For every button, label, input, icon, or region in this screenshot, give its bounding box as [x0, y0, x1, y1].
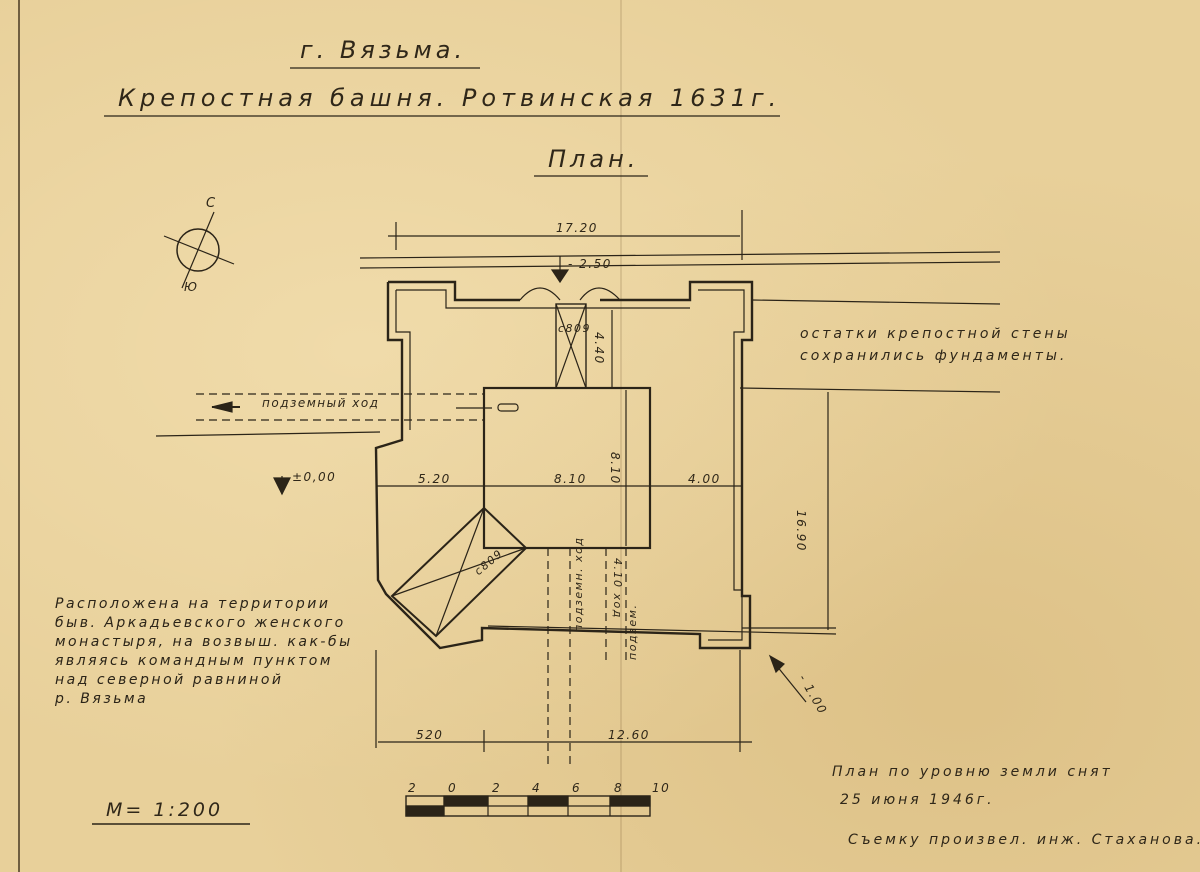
- description-line: являясь командным пунктом: [55, 653, 333, 669]
- compass-north-label: С: [206, 196, 217, 211]
- description-line: быв. Аркадьевского женского: [55, 615, 346, 631]
- description-line: Расположена на территории: [55, 596, 331, 612]
- dim-center-height: 8.10: [608, 452, 622, 485]
- underground-vertical-label-2: подзем.: [626, 603, 639, 660]
- dim-top-depth: 4.40: [592, 332, 606, 365]
- dim-passage-depth: 4.10 ход: [611, 558, 624, 619]
- scale-tick: 2: [492, 781, 502, 795]
- fold-line: [620, 0, 622, 872]
- dim-overall-width: 17.20: [556, 221, 598, 235]
- underground-passage-label: подземный ход: [262, 396, 380, 410]
- dim-bottom-left: 520: [416, 728, 444, 742]
- compass-south-label: Ю: [184, 280, 199, 294]
- scale-ratio: М= 1:200: [106, 799, 224, 821]
- description-line: р. Вязьма: [55, 691, 149, 707]
- description-line: над северной равниной: [55, 672, 284, 688]
- pit-label-1: с809: [558, 322, 592, 335]
- survey-note-line1: План по уровню земли снят: [832, 764, 1113, 780]
- scale-tick: 10: [652, 781, 671, 795]
- level-zero: ±0,00: [292, 470, 337, 484]
- scale-tick: 2: [408, 781, 418, 795]
- scale-tick: 4: [532, 781, 542, 795]
- city-title: г. Вязьма.: [300, 36, 467, 64]
- compass-icon: [163, 211, 235, 289]
- dim-bottom-right: 12.60: [608, 728, 650, 742]
- plan-label: План.: [548, 145, 640, 173]
- description-line: монастыря, на возвыш. как-бы: [55, 634, 353, 650]
- dim-width-right: 4.00: [688, 472, 721, 486]
- dim-overall-height: 16.90: [794, 510, 808, 552]
- wall-remains-note-line1: остатки крепостной стены: [800, 326, 1071, 342]
- wall-remains-note-line2: сохранились фундаменты.: [800, 348, 1068, 364]
- sheet-border-line: [18, 0, 20, 872]
- survey-date: 25 июня 1946г.: [840, 792, 995, 808]
- underground-vertical-label-1: подземн. ход: [572, 536, 585, 632]
- scale-tick: 8: [614, 781, 624, 795]
- scale-tick: 0: [448, 781, 458, 795]
- dim-width-left: 5.20: [418, 472, 451, 486]
- surveyor-line: Съемку произвел. инж. Стаханова.: [848, 832, 1200, 848]
- tower-title: Крепостная башня. Ротвинская 1631г.: [118, 84, 782, 112]
- scale-tick: 6: [572, 781, 582, 795]
- dim-width-center: 8.10: [554, 472, 587, 486]
- level-top: - 2.50: [568, 257, 612, 271]
- location-description: Расположена на территории быв. Аркадьевс…: [55, 595, 353, 709]
